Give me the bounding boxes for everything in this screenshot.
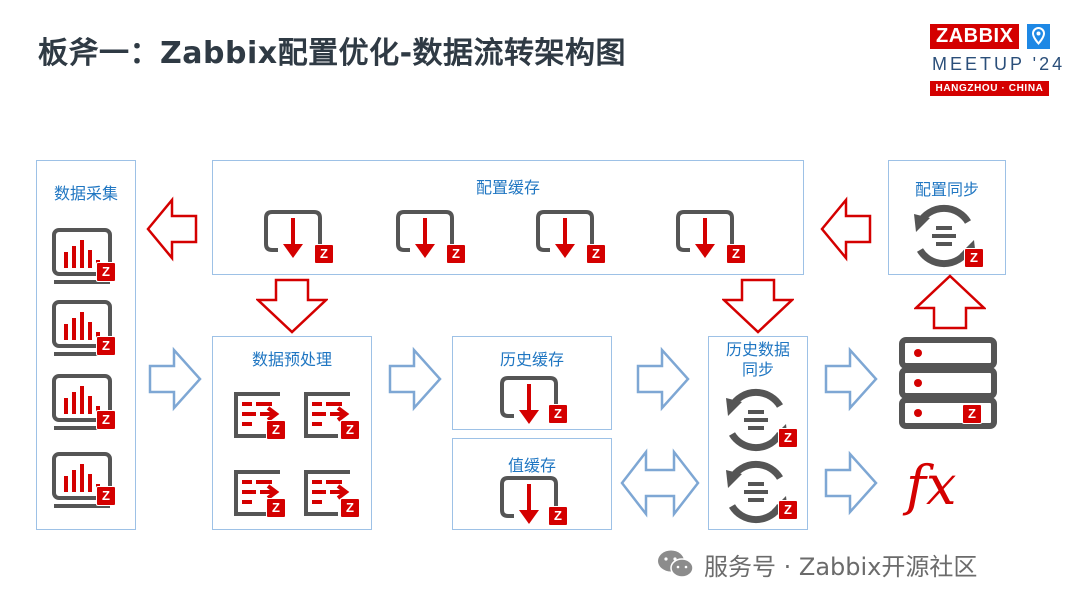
zabbix-badge-icon: Z [778,428,798,448]
node-label-value-cache: 值缓存 [507,456,556,475]
preprocess-icon [228,384,298,446]
red-arrow-up [914,274,986,330]
zabbix-badge-icon: Z [96,410,116,430]
blue-arrow-right [824,346,878,412]
footer-text: 服务号 · Zabbix开源社区 [704,552,978,581]
node-label-preprocess: 数据预处理 [251,350,332,369]
wechat-icon [658,550,694,578]
zabbix-badge-icon: Z [266,420,286,440]
node-label-history-cache: 历史缓存 [499,350,564,369]
blue-arrow-right [824,450,878,516]
zabbix-badge-icon: Z [96,336,116,356]
page-title: 板斧一：Zabbix配置优化-数据流转架构图 [38,36,627,71]
zabbix-badge-icon: Z [548,404,568,424]
logo-event: MEETUP '24 [932,54,1066,74]
database-server-icon [898,336,998,432]
map-pin-icon [1027,24,1050,49]
blue-arrow-bidirectional [620,448,700,518]
node-data-collection [36,160,136,530]
zabbix-badge-icon: Z [314,244,334,264]
node-history-sync [708,336,808,530]
wechat-account-footer: 服务号 · Zabbix开源社区 [656,547,977,581]
zabbix-badge-icon: Z [962,404,982,424]
zabbix-badge-icon: Z [266,498,286,518]
node-label-config-cache: 配置缓存 [475,178,540,197]
node-value-cache [452,438,612,530]
logo-brand: ZABBIX [930,24,1020,49]
zabbix-badge-icon: Z [586,244,606,264]
blue-arrow-right [636,346,690,412]
node-label-collect: 数据采集 [53,184,118,203]
fx-function-icon: fx [906,454,957,517]
red-arrow-left [820,196,872,262]
zabbix-badge-icon: Z [778,500,798,520]
node-label-history-sync: 历史数据 同步 [725,340,790,379]
zabbix-badge-icon: Z [964,248,984,268]
zabbix-badge-icon: Z [726,244,746,264]
red-arrow-down [256,278,328,334]
blue-arrow-right [148,346,202,412]
zabbix-badge-icon: Z [446,244,466,264]
preprocess-icon [228,462,298,524]
zabbix-badge-icon: Z [340,420,360,440]
node-config-sync [888,160,1006,275]
red-arrow-left [146,196,198,262]
red-arrow-down [722,278,794,334]
zabbix-badge-icon: Z [96,262,116,282]
node-config-cache [212,160,804,275]
logo-city: HANGZHOU · CHINA [930,81,1049,96]
zabbix-meetup-logo: ZABBIX MEETUP '24 HANGZHOU · CHINA [930,24,1062,98]
node-history-cache [452,336,612,430]
zabbix-badge-icon: Z [340,498,360,518]
zabbix-badge-icon: Z [96,486,116,506]
blue-arrow-right [388,346,442,412]
zabbix-badge-icon: Z [548,506,568,526]
node-preprocessing [212,336,372,530]
node-label-config-sync: 配置同步 [914,180,979,199]
